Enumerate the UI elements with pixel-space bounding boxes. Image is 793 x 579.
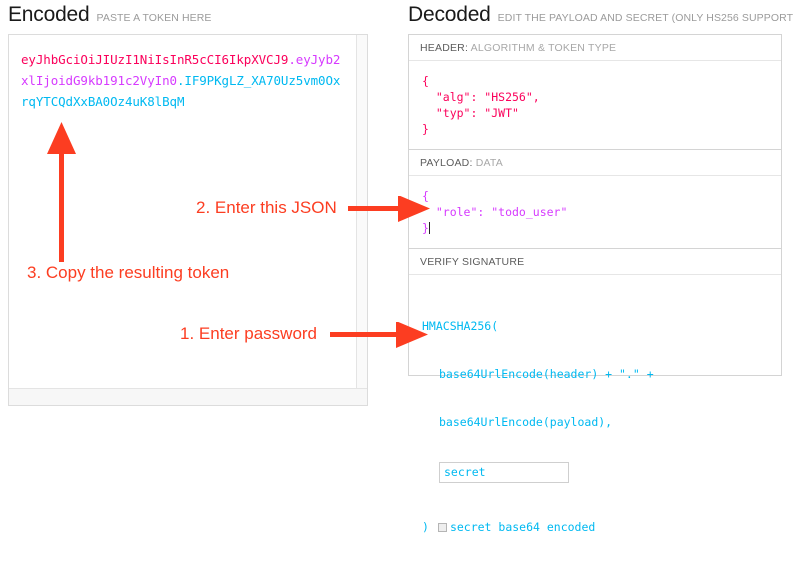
payload-json-editor[interactable]: { "role": "todo_user" }: [409, 176, 781, 248]
base64-encoded-checkbox[interactable]: [437, 523, 447, 532]
signature-section: VERIFY SIGNATURE HMACSHA256( base64UrlEn…: [409, 249, 781, 579]
header-label-strong: HEADER:: [420, 42, 469, 54]
encoded-column-heading: Encoded PASTE A TOKEN HERE: [8, 3, 212, 27]
annotation-step-2-arrow-icon: [348, 196, 430, 222]
token-separator-2: .: [176, 73, 185, 88]
signature-section-label: VERIFY SIGNATURE: [409, 249, 781, 275]
token-separator-1: .: [288, 52, 296, 67]
encoded-token-text[interactable]: eyJhbGciOiJIUzI1NiIsInR5cCI6IkpXVCJ9.eyJ…: [21, 49, 346, 112]
payload-section-label: PAYLOAD: DATA: [409, 150, 781, 176]
decoded-column-heading: Decoded EDIT THE PAYLOAD AND SECRET (ONLY…: [408, 3, 793, 27]
signature-formula: HMACSHA256( base64UrlEncode(header) + ".…: [409, 275, 781, 579]
encoded-panel-footer: [9, 388, 367, 405]
encoded-subtitle: PASTE A TOKEN HERE: [96, 12, 212, 24]
signature-line-1: HMACSHA256(: [422, 319, 499, 333]
token-payload-segment: eyJyb2xlIjoidG9kb191c2VyIn0: [21, 52, 341, 88]
decoded-subtitle: EDIT THE PAYLOAD AND SECRET (ONLY HS256 …: [497, 12, 793, 24]
annotation-step-3-label: 3. Copy the resulting token: [27, 263, 230, 282]
encoded-token-panel[interactable]: eyJhbGciOiJIUzI1NiIsInR5cCI6IkpXVCJ9.eyJ…: [8, 34, 368, 406]
token-signature-segment: IF9PKgLZ_XA70Uz5vm0OxrqYTCQdXxBA0Oz4uK8l…: [21, 73, 341, 109]
payload-label-strong: PAYLOAD:: [420, 157, 473, 169]
signature-line-3: base64UrlEncode(payload),: [439, 415, 613, 429]
annotation-step-1-arrow-icon: [330, 322, 428, 348]
header-label-light: ALGORITHM & TOKEN TYPE: [470, 42, 617, 54]
signature-line-2: base64UrlEncode(header) + "." +: [439, 367, 654, 381]
text-cursor: [428, 222, 430, 234]
encoded-title: Encoded: [8, 3, 90, 26]
secret-input[interactable]: [439, 462, 569, 483]
payload-json-text: { "role": "todo_user" }: [422, 189, 568, 235]
header-section-label: HEADER: ALGORITHM & TOKEN TYPE: [409, 35, 781, 61]
signature-closing-paren: ): [422, 520, 429, 534]
payload-label-light: DATA: [475, 157, 503, 169]
token-header-segment: eyJhbGciOiJIUzI1NiIsInR5cCI6IkpXVCJ9: [21, 52, 289, 67]
base64-encoded-label: secret base64 encoded: [449, 520, 596, 534]
header-json-editor[interactable]: { "alg": "HS256", "typ": "JWT" }: [422, 74, 540, 136]
header-section: HEADER: ALGORITHM & TOKEN TYPE { "alg": …: [409, 35, 781, 150]
decoded-panel: HEADER: ALGORITHM & TOKEN TYPE { "alg": …: [408, 34, 782, 534]
encoded-panel-scrollbar[interactable]: [356, 35, 367, 389]
annotation-step-1-label: 1. Enter password: [180, 324, 318, 343]
payload-section: PAYLOAD: DATA { "role": "todo_user" }: [409, 150, 781, 249]
annotation-step-3-arrow-icon: [47, 122, 76, 262]
annotation-step-2-label: 2. Enter this JSON: [196, 198, 337, 217]
signature-label-strong: VERIFY SIGNATURE: [420, 256, 525, 268]
decoded-title: Decoded: [408, 3, 491, 26]
